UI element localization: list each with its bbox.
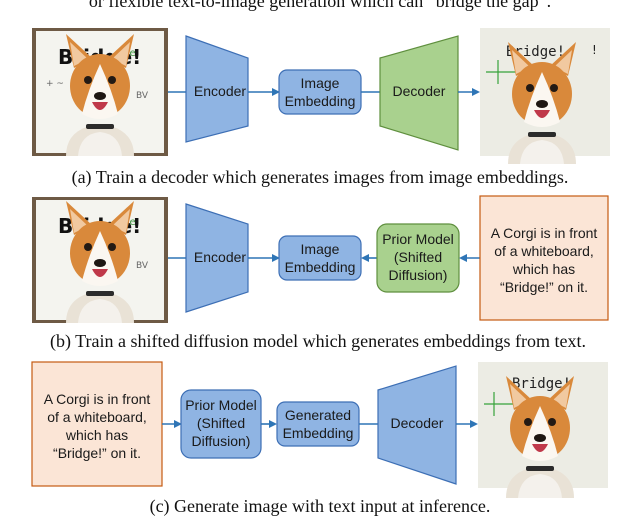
encoder-block-a: Encoder [185, 35, 249, 143]
embedding-label-b-1: Image [301, 241, 340, 257]
embedding-block-a: Image Embedding [278, 69, 362, 115]
svg-text:+ ~: + ~ [46, 79, 64, 89]
prior-label-c-1: Prior Model [185, 397, 257, 413]
output-image-a: Bridge! ! [480, 28, 610, 164]
generated-embedding-block-c: Generated Embedding [276, 401, 360, 447]
text-prompt-b-4: “Bridge!” on it. [500, 279, 588, 295]
encoder-block-b: Encoder [185, 203, 249, 313]
caption-b: (b) Train a shifted diffusion model whic… [50, 331, 586, 352]
text-prompt-box-b: A Corgi is in front of a whiteboard, whi… [479, 195, 609, 321]
text-prompt-box-c: A Corgi is in front of a whiteboard, whi… [31, 361, 163, 487]
prior-label-c-2: (Shifted [197, 415, 245, 431]
svg-text:!: ! [592, 43, 597, 57]
text-prompt-c-3: which has [65, 427, 128, 443]
embedding-label-c-1: Generated [285, 407, 351, 423]
embedding-label-b-2: Embedding [285, 259, 356, 275]
decoder-label-a: Decoder [393, 83, 446, 99]
caption-c: (c) Generate image with text input at in… [150, 496, 491, 517]
embedding-label-a-2: Embedding [285, 93, 356, 109]
text-prompt-b-3: which has [512, 261, 575, 277]
svg-text:BV: BV [136, 91, 149, 101]
text-prompt-c-1: A Corgi is in front [44, 391, 151, 407]
prior-model-block-b: Prior Model (Shifted Diffusion) [376, 223, 460, 293]
encoder-label-b: Encoder [194, 249, 246, 265]
embedding-label-a-1: Image [301, 75, 340, 91]
prior-label-c-3: Diffusion) [192, 433, 251, 449]
caption-a: (a) Train a decoder which generates imag… [72, 167, 569, 188]
prior-label-b-3: Diffusion) [389, 267, 448, 283]
output-whiteboard-text-c: Bridge! [512, 376, 571, 392]
text-prompt-c-4: “Bridge!” on it. [53, 445, 141, 461]
decoder-block-c: Decoder [377, 365, 457, 485]
decoder-block-a: Decoder [379, 35, 459, 151]
prior-label-b-1: Prior Model [382, 231, 454, 247]
panel-c: A Corgi is in front of a whiteboard, whi… [31, 361, 608, 517]
prior-label-b-2: (Shifted [394, 249, 442, 265]
header-text: or flexible text-to-image generation whi… [88, 0, 552, 11]
panel-a: Bridge! ~ e + ~ BV Encoder Image Embeddi… [32, 28, 610, 188]
text-prompt-c-2: of a whiteboard, [47, 409, 147, 425]
prior-model-block-c: Prior Model (Shifted Diffusion) [180, 389, 262, 459]
encoder-label-a: Encoder [194, 83, 246, 99]
output-image-c: Bridge! [478, 362, 608, 498]
embedding-label-c-2: Embedding [283, 425, 354, 441]
input-image-a: Bridge! ~ e + ~ BV [32, 28, 168, 156]
svg-text:BV: BV [136, 261, 149, 271]
text-prompt-b-1: A Corgi is in front [491, 225, 598, 241]
text-prompt-b-2: of a whiteboard, [494, 243, 594, 259]
embedding-block-b: Image Embedding [278, 235, 362, 281]
input-image-b: Bridge! ~ e BV [32, 197, 168, 323]
decoder-label-c: Decoder [391, 415, 444, 431]
panel-b: Bridge! ~ e BV Encoder Image Embedding P… [32, 195, 609, 352]
